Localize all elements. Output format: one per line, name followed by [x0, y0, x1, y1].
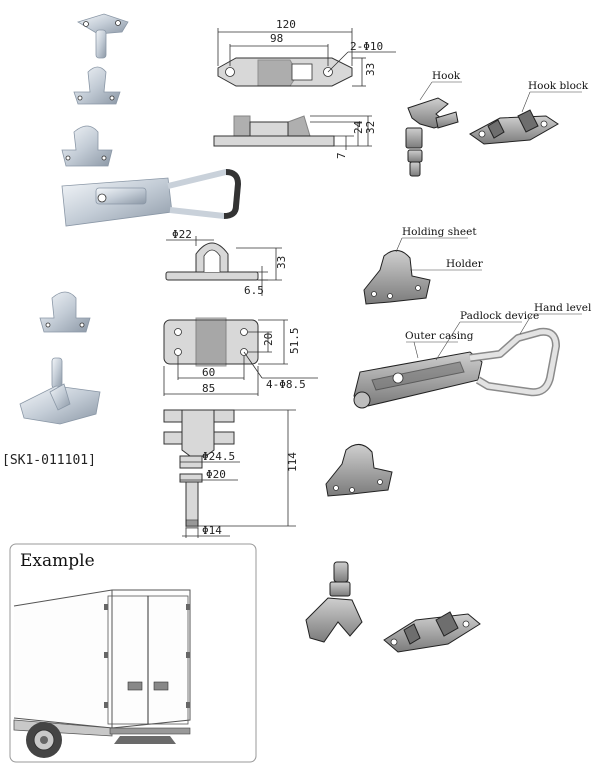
photo-holder-mid [61, 125, 113, 167]
example-title: Example [20, 551, 95, 571]
dim-side-24: 24 [352, 120, 365, 134]
dim-holder-6-5: 6.5 [244, 284, 264, 297]
photo-hook-block [19, 357, 101, 425]
label-padlock-device: Padlock device [460, 310, 539, 322]
dim-holder-33: 33 [275, 256, 288, 269]
label-holder: Holder [446, 258, 484, 270]
callout-line-padlock [435, 321, 461, 361]
drawing-holder-side [165, 242, 259, 281]
drawing-holder-plan [163, 317, 259, 367]
render-holder [363, 250, 431, 305]
dim-hook-d24-5: Φ24.5 [202, 450, 235, 463]
dim-top-hole: 2-Φ10 [350, 40, 383, 53]
photo-latch-assembly [61, 168, 242, 227]
dim-hook-114: 114 [286, 452, 299, 472]
dim-top-width-98: 98 [270, 32, 283, 45]
dim-holder-85: 85 [202, 382, 215, 395]
dimension-lines-holder-plan [163, 319, 318, 396]
dim-holder-51-5: 51.5 [288, 328, 301, 355]
label-holding-sheet: Holding sheet [402, 226, 477, 238]
drawing-top-plan [217, 57, 353, 87]
callout-line-hook [419, 81, 433, 101]
label-hand-level: Hand level [534, 302, 592, 314]
callout-line-holding-sheet [395, 237, 403, 253]
render-hook [405, 97, 459, 177]
photo-holder-lower [39, 291, 91, 333]
dim-hook-d20: Φ20 [206, 468, 226, 481]
label-hook: Hook [432, 70, 461, 82]
dim-holder-holes: 4-Φ8.5 [266, 378, 306, 391]
dimension-lines-holder-side [166, 236, 282, 296]
dim-top-width-120: 120 [276, 18, 296, 31]
dimension-lines-side [310, 115, 372, 150]
label-outer-casing: Outer casing [405, 330, 474, 342]
dimension-lines-hook [180, 409, 296, 538]
dim-holder-diameter: Φ22 [172, 228, 192, 241]
dim-holder-20: 20 [262, 333, 275, 346]
dim-holder-60: 60 [202, 366, 215, 379]
label-hook-block: Hook block [528, 80, 589, 92]
callout-line-hook-block [521, 91, 531, 113]
render-hook-block-lower [383, 611, 481, 653]
photo-hook-top [77, 13, 129, 59]
dim-side-7: 7 [335, 152, 348, 159]
dim-side-32: 32 [364, 121, 377, 134]
render-hook-block [469, 109, 559, 145]
dim-hook-d14: Φ14 [202, 524, 222, 537]
product-code: [SK1-011101] [2, 453, 96, 468]
drawing-hook-shaft [163, 409, 235, 529]
callout-line-outer-casing [413, 341, 419, 359]
photo-holder-top [73, 66, 121, 105]
drawing-top-side [213, 115, 335, 147]
dimension-lines-top [217, 28, 396, 87]
dim-top-height-33: 33 [364, 63, 377, 76]
render-holder-lower [325, 444, 393, 497]
render-hook-lower [305, 561, 363, 643]
callout-line-hand-level [519, 313, 533, 335]
truck-illustration [13, 589, 191, 758]
render-latch-assembly [353, 327, 560, 409]
